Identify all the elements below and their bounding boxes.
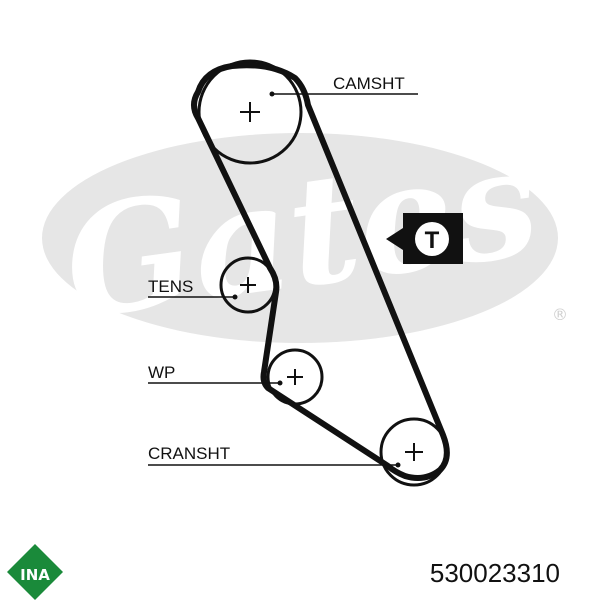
gates-watermark-logo: Gates ® [42,113,568,353]
tensioner-label: TENS [148,277,193,296]
camshaft-label: CAMSHT [333,74,405,93]
tension-marker: T [386,213,463,264]
tensioner-pulley [219,256,277,314]
crankshaft-pulley [379,417,449,487]
water-pump-label: WP [148,363,175,382]
part-number: 530023310 [430,558,560,588]
crankshaft-label: CRANSHT [148,444,230,463]
water-pump-pulley [266,348,324,406]
tension-marker-letter: T [425,227,440,254]
registered-mark: ® [552,305,568,324]
camshaft-pulley [197,59,303,165]
ina-logo-text: INA [20,566,50,584]
svg-text:Gates: Gates [54,113,548,353]
ina-logo: INA [7,544,63,600]
